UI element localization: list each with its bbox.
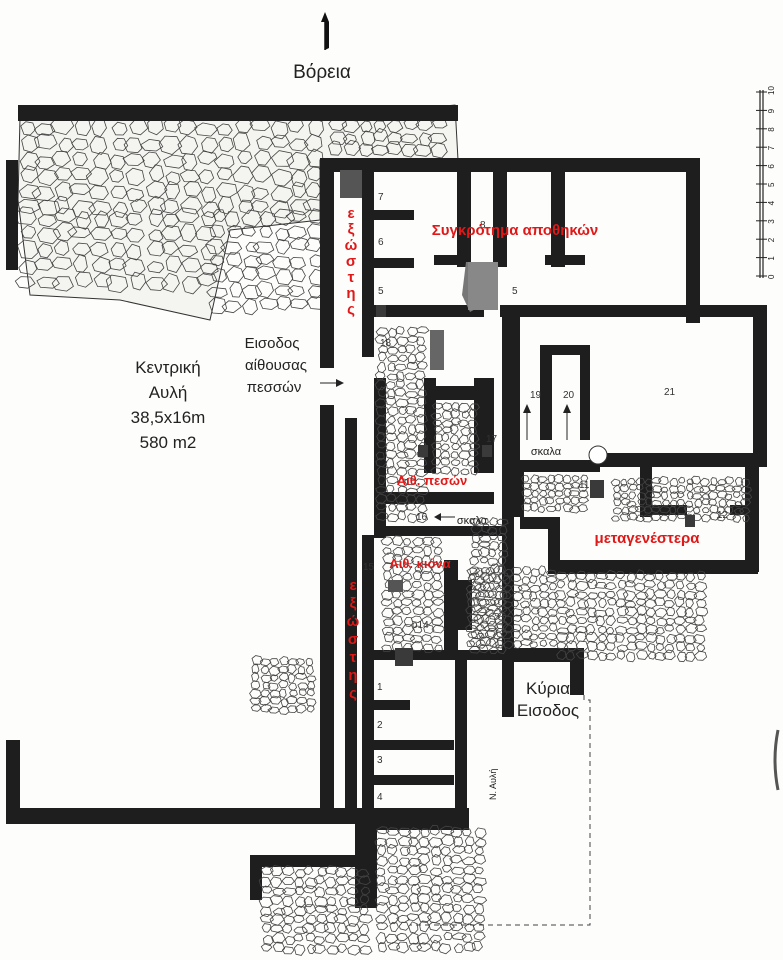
room-number: 5 xyxy=(378,286,384,297)
room-number: 21 xyxy=(664,387,676,398)
svg-text:38,5x16m: 38,5x16m xyxy=(131,408,206,427)
room-number: 3 xyxy=(377,755,383,766)
exostis-letter: ώ xyxy=(347,613,360,630)
scale-bar: 0 1 2 3 4 5 6 7 8 9 10 xyxy=(756,86,776,279)
exostis-letter: ς xyxy=(347,301,355,318)
svg-text:αίθουσας: αίθουσας xyxy=(245,357,307,374)
exostis-letter: τ xyxy=(348,269,355,286)
room-number: 5 xyxy=(512,286,518,297)
stairs-label: σκαλα xyxy=(457,515,488,527)
scale-tick-label: 2 xyxy=(767,237,776,242)
building-walls xyxy=(6,158,767,908)
svg-text:πεσσών: πεσσών xyxy=(247,379,302,396)
room-number: 11 xyxy=(579,480,590,491)
svg-text:Εισοδος: Εισοδος xyxy=(245,335,300,352)
column-hall-label: Αιθ. κιόνα xyxy=(389,556,450,571)
room-number: 4 xyxy=(377,792,383,803)
room-number: 2 xyxy=(377,720,383,731)
room-number: 6 xyxy=(378,237,384,248)
scale-tick-label: 8 xyxy=(767,127,776,132)
exostis-letter: ξ xyxy=(350,595,357,612)
features xyxy=(340,170,695,666)
central-court-label: Κεντρική Αυλή 38,5x16m 580 m2 xyxy=(131,358,206,452)
north-arrow xyxy=(321,12,329,50)
svg-text:Κύρια: Κύρια xyxy=(526,679,570,698)
exostis-letter: ώ xyxy=(345,237,358,254)
pillar-hall-label: Αιθ. πεσών xyxy=(397,473,467,488)
exostis-letter: τ xyxy=(350,649,357,666)
south-court-label: Ν. Αυλή xyxy=(488,769,498,800)
scale-tick-label: 9 xyxy=(767,108,776,113)
exostis-letter: σ xyxy=(348,631,358,648)
svg-text:580 m2: 580 m2 xyxy=(140,433,197,452)
scale-tick-label: 3 xyxy=(767,219,776,224)
room-number: 16 xyxy=(416,512,428,523)
scale-tick-label: 10 xyxy=(767,86,776,95)
room-number: ο14 xyxy=(412,620,429,631)
room-number: 15 xyxy=(363,562,375,573)
room-number: 19 xyxy=(530,390,542,401)
room-number: 7 xyxy=(378,192,384,203)
interior-paving xyxy=(249,325,753,956)
exostis-letter: η xyxy=(346,285,355,302)
room-numbers: 1 2 3 4 5 5 6 7 8 11 12 15 16 17 18 19 2… xyxy=(363,192,729,803)
main-entrance-label: Κύρια Εισοδος xyxy=(517,679,579,720)
edge-mark xyxy=(773,729,780,791)
scale-tick-label: 5 xyxy=(767,182,776,187)
north-label: Βόρεια xyxy=(293,62,351,83)
exostis-letter: ξ xyxy=(348,221,355,238)
room-number: 12 xyxy=(717,510,729,521)
scale-tick-label: 4 xyxy=(767,200,776,205)
room-number: 17 xyxy=(486,434,498,445)
exostis-letter: ς xyxy=(349,685,357,702)
stairs-label: σκαλα xyxy=(531,446,562,458)
room-number: 18 xyxy=(380,338,392,349)
scale-tick-label: 1 xyxy=(767,256,776,261)
svg-text:Κεντρική: Κεντρική xyxy=(135,358,201,377)
room-number: 20 xyxy=(563,390,575,401)
svg-text:Εισοδος: Εισοδος xyxy=(517,701,579,720)
storage-complex-label: Συγκρότημα αποθηκών xyxy=(432,222,599,239)
exostis-letter: σ xyxy=(346,253,356,270)
exostis-letter: ε xyxy=(347,205,354,222)
scale-tick-label: 7 xyxy=(767,145,776,150)
exostis-letter: η xyxy=(348,667,357,684)
stair-arrows xyxy=(320,379,571,521)
room-number: 1 xyxy=(377,682,383,693)
scale-tick-label: 0 xyxy=(767,274,776,279)
south-court-boundary xyxy=(410,695,591,926)
exostis-letter: ε xyxy=(349,577,356,594)
svg-text:Αυλή: Αυλή xyxy=(149,383,188,402)
pillared-hall-entrance-label: Εισοδος αίθουσας πεσσών xyxy=(245,335,307,396)
scale-tick-label: 6 xyxy=(767,164,776,169)
later-label: μεταγενέστερα xyxy=(595,530,701,547)
room-number: 8 xyxy=(480,220,486,231)
